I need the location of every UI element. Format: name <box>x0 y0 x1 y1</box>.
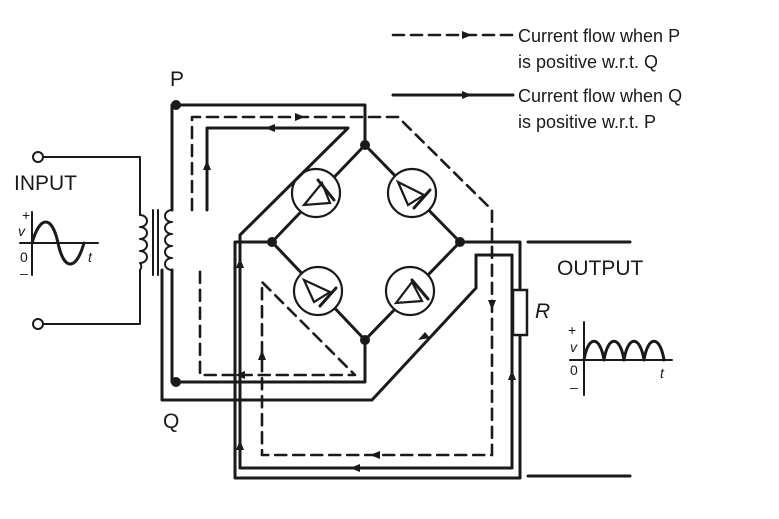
legend-dashed-text-1: Current flow when P <box>518 26 680 46</box>
output-label: OUTPUT <box>557 257 644 280</box>
input-t: t <box>88 249 93 265</box>
input-v: v <box>18 223 26 239</box>
legend-solid-text-2: is positive w.r.t. P <box>518 112 656 132</box>
legend-solid-text-1: Current flow when Q <box>518 86 682 106</box>
input-label: INPUT <box>14 172 77 195</box>
input-terminal-top <box>32 151 44 163</box>
output-rectified-wave <box>582 339 666 362</box>
input-sine-wave <box>30 220 86 266</box>
junction-left <box>267 237 277 247</box>
diode-upper-right <box>386 167 438 219</box>
input-section: INPUT + v 0 – t <box>14 151 173 330</box>
legend-solid-arrow <box>462 91 472 99</box>
legend-dashed-text-2: is positive w.r.t. Q <box>518 52 658 72</box>
output-t: t <box>660 365 665 381</box>
output-waveform-graph: + v 0 – t <box>568 321 673 396</box>
legend: Current flow when P is positive w.r.t. Q… <box>391 26 682 132</box>
transformer-primary-coil <box>139 214 148 271</box>
resistor-label: R <box>535 300 550 323</box>
load-resistor: R <box>511 288 550 337</box>
diode-lower-right <box>384 265 436 317</box>
diode-lower-left <box>292 265 344 317</box>
output-v: v <box>570 339 578 355</box>
output-zero: 0 <box>570 362 578 378</box>
junction-p <box>171 100 181 110</box>
terminal-p-label: P <box>170 68 184 91</box>
output-minus: – <box>570 379 578 395</box>
junction-bottom <box>360 335 370 345</box>
input-wire-bottom <box>42 269 141 325</box>
input-wire-top <box>42 156 141 216</box>
junction-top <box>360 140 370 150</box>
junction-right <box>455 237 465 247</box>
input-plus: + <box>22 207 30 223</box>
transformer <box>139 209 173 276</box>
output-plus: + <box>568 322 576 338</box>
legend-dashed-arrow <box>462 31 472 39</box>
input-terminal-bottom <box>32 318 44 330</box>
input-minus: – <box>20 265 28 281</box>
bridge <box>171 100 465 387</box>
terminal-q-label: Q <box>163 410 179 433</box>
junction-q <box>171 377 181 387</box>
dashed-flow-path <box>190 113 496 459</box>
input-zero: 0 <box>20 249 28 265</box>
transformer-secondary-coil <box>164 209 173 271</box>
diode-upper-left <box>290 167 342 219</box>
input-waveform-graph: + v 0 – t <box>18 207 99 281</box>
